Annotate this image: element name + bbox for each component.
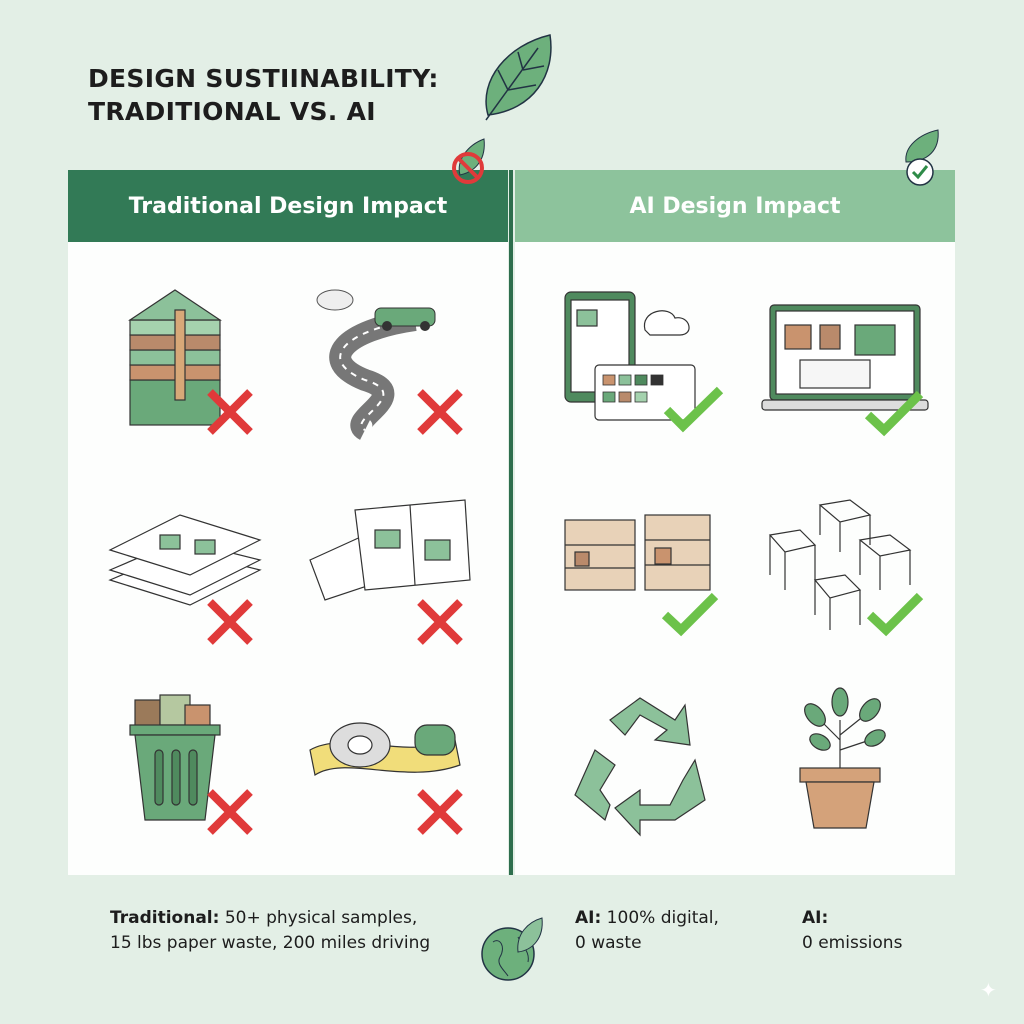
ai-emissions-label: AI: [802,908,829,928]
traditional-summary-line1: 50+ physical samples, [219,908,418,928]
trash-bin-icon [100,680,280,840]
ai-digital-label: AI: [575,908,602,928]
ai-emissions-summary: AI: 0 emissions [802,906,902,956]
column-divider [509,170,513,875]
traditional-summary-label: Traditional: [110,908,220,928]
ai-header: AI Design Impact [515,170,955,242]
ai-emissions-line2: 0 emissions [802,933,903,953]
leaf-icon [485,34,552,121]
paper-stack-samples-icon [100,280,280,440]
blueprint-sheets-icon [305,490,485,650]
sparkle-icon: ✦ [980,978,997,1002]
recycle-icon [555,680,735,840]
check-leaf-icon [905,129,939,186]
earth-leaf-icon [481,917,543,981]
title-line-1: DESIGN SUSTIINABILITY: [88,64,439,93]
furniture-shelves-icon [555,490,735,650]
title-line-2: TRADITIONAL VS. AI [88,97,376,126]
traditional-summary-line2: 15 lbs paper waste, 200 miles driving [110,933,431,953]
ai-digital-summary: AI: 100% digital, 0 waste [575,906,719,956]
ai-digital-line2: 0 waste [575,933,642,953]
laptop-design-icon [760,280,940,440]
page-title: DESIGN SUSTIINABILITY: TRADITIONAL VS. A… [88,62,439,128]
no-leaf-icon [452,138,485,184]
measuring-tape-icon [305,680,485,840]
wireframe-furniture-icon [760,490,940,650]
tablet-cloud-palette-icon [555,280,735,440]
paper-plans-waste-icon [100,490,280,650]
traditional-header: Traditional Design Impact [68,170,508,242]
traditional-summary: Traditional: 50+ physical samples, 15 lb… [110,906,430,956]
potted-plant-icon [760,680,940,840]
ai-digital-line1: 100% digital, [601,908,719,928]
car-driving-road-icon [305,280,485,440]
